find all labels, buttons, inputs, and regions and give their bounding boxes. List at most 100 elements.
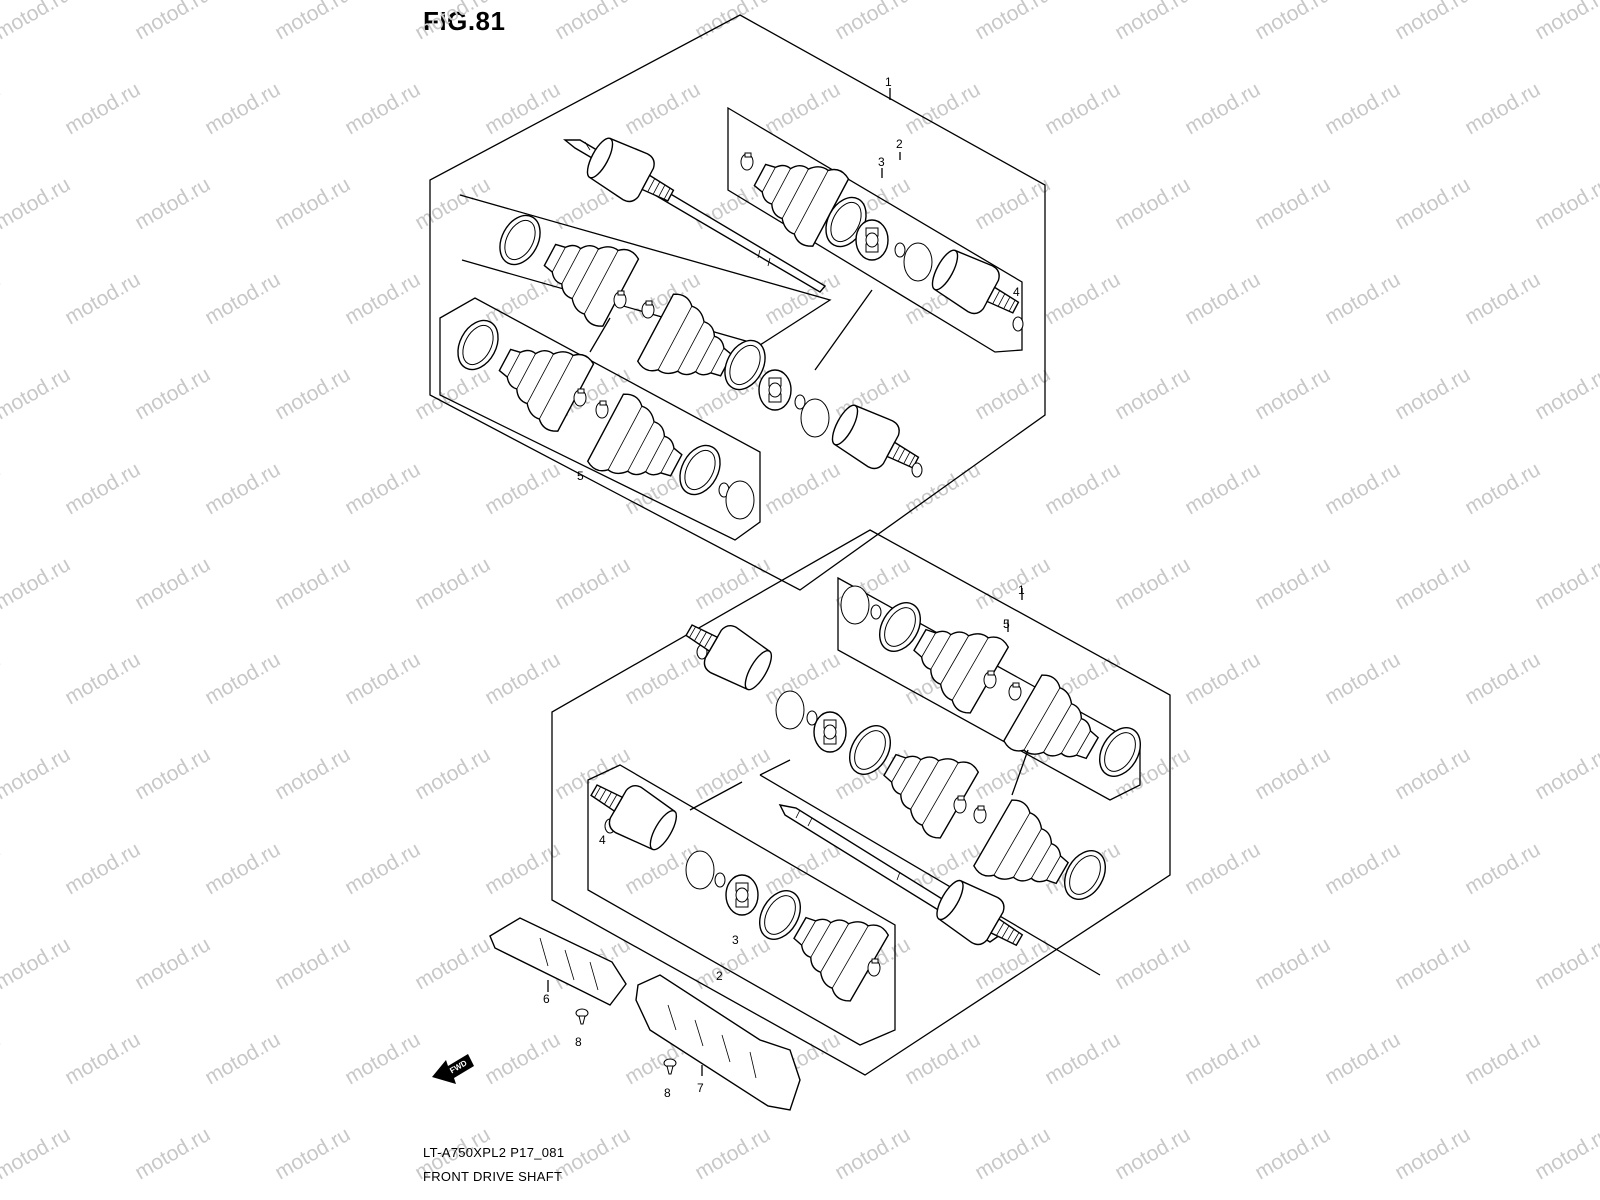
watermark-text: motod.ru xyxy=(0,268,4,329)
lower-shaft-assembly: 1 5 4 3 2 xyxy=(551,529,1171,1076)
watermark-text: motod.ru xyxy=(971,363,1054,424)
watermark-text: motod.ru xyxy=(0,648,4,709)
watermark-text: motod.ru xyxy=(1111,0,1194,44)
lower-kit-middle xyxy=(675,606,1115,910)
watermark-text: motod.ru xyxy=(1391,553,1474,614)
watermark-text: motod.ru xyxy=(1391,0,1474,44)
watermark-text: motod.ru xyxy=(0,0,74,44)
watermark-text: motod.ru xyxy=(831,0,914,44)
watermark-text: motod.ru xyxy=(1041,458,1124,519)
watermark-text: motod.ru xyxy=(61,838,144,899)
watermark-text: motod.ru xyxy=(1531,743,1600,804)
watermark-text: motod.ru xyxy=(1181,1028,1264,1089)
watermark-text: motod.ru xyxy=(1251,553,1334,614)
watermark-text: motod.ru xyxy=(761,838,844,899)
watermark-text: motod.ru xyxy=(271,933,354,994)
watermark-text: motod.ru xyxy=(1251,933,1334,994)
watermark-text: motod.ru xyxy=(341,78,424,139)
watermark-text: motod.ru xyxy=(411,173,494,234)
watermark-text: motod.ru xyxy=(1251,1123,1334,1184)
watermark-text: motod.ru xyxy=(1251,0,1334,44)
callout-5: 5 xyxy=(577,469,584,483)
watermark-text: motod.ru xyxy=(691,553,774,614)
watermark-text: motod.ru xyxy=(131,0,214,44)
callout-4: 4 xyxy=(1013,285,1020,299)
watermark-text: motod.ru xyxy=(1321,648,1404,709)
watermark-text: motod.ru xyxy=(1321,838,1404,899)
front-guard-right: 7 xyxy=(635,974,801,1111)
watermark-text: motod.ru xyxy=(1461,458,1544,519)
watermark-text: motod.ru xyxy=(551,0,634,44)
watermark-text: motod.ru xyxy=(1041,1028,1124,1089)
watermark-text: motod.ru xyxy=(1041,268,1124,329)
watermark-text: motod.ru xyxy=(0,1028,4,1089)
watermark-text: motod.ru xyxy=(61,268,144,329)
watermark-text: motod.ru xyxy=(201,648,284,709)
watermark-text: motod.ru xyxy=(1391,933,1474,994)
watermark-text: motod.ru xyxy=(1181,268,1264,329)
watermark-text: motod.ru xyxy=(0,1123,74,1184)
watermark-text: motod.ru xyxy=(971,173,1054,234)
watermark-text: motod.ru xyxy=(1391,743,1474,804)
watermark-text: motod.ru xyxy=(971,0,1054,44)
watermark-text: motod.ru xyxy=(341,648,424,709)
watermark-text: motod.ru xyxy=(481,648,564,709)
bolt-left: 8 xyxy=(575,1008,589,1049)
watermark-text: motod.ru xyxy=(201,1028,284,1089)
watermark-text: motod.ru xyxy=(1321,78,1404,139)
watermark-text: motod.ru xyxy=(131,933,214,994)
watermark-text: motod.ru xyxy=(0,78,4,139)
watermark-text: motod.ru xyxy=(0,933,74,994)
watermark-text: motod.ru xyxy=(1461,78,1544,139)
watermark-text: motod.ru xyxy=(901,1028,984,1089)
watermark-text: motod.ru xyxy=(201,78,284,139)
watermark-text: motod.ru xyxy=(621,78,704,139)
watermark-text: motod.ru xyxy=(761,458,844,519)
watermark-text: motod.ru xyxy=(761,648,844,709)
watermark-text: motod.ru xyxy=(271,173,354,234)
watermark-text: motod.ru xyxy=(1461,648,1544,709)
callout-8: 8 xyxy=(664,1086,671,1100)
watermark-text: motod.ru xyxy=(1321,458,1404,519)
watermark-text: motod.ru xyxy=(201,838,284,899)
watermark-text: motod.ru xyxy=(61,78,144,139)
watermark-text: motod.ru xyxy=(411,743,494,804)
watermark-text: motod.ru xyxy=(201,268,284,329)
watermark-text: motod.ru xyxy=(341,458,424,519)
watermark-text: motod.ru xyxy=(131,743,214,804)
watermark-text: motod.ru xyxy=(131,173,214,234)
watermark-text: motod.ru xyxy=(1461,1028,1544,1089)
callout-8: 8 xyxy=(575,1035,582,1049)
model-code: LT-A750XPL2 P17_081 xyxy=(423,1145,565,1160)
front-direction-arrow-icon: FWD xyxy=(432,1054,474,1084)
watermark-text: motod.ru xyxy=(1251,363,1334,424)
watermark-text: motod.ru xyxy=(411,933,494,994)
callout-4: 4 xyxy=(599,833,606,847)
watermark-text: motod.ru xyxy=(271,743,354,804)
watermark-text: motod.ru xyxy=(341,268,424,329)
watermark-text: motod.ru xyxy=(1111,1123,1194,1184)
callout-1: 1 xyxy=(1018,583,1025,597)
watermark-text: motod.ru xyxy=(1181,78,1264,139)
watermark-text: motod.ru xyxy=(1251,743,1334,804)
watermark-text: motod.ru xyxy=(1251,173,1334,234)
figure-title: FIG.81 xyxy=(423,6,506,36)
watermark-text: motod.ru xyxy=(971,1123,1054,1184)
watermark-text: motod.ru xyxy=(1041,78,1124,139)
watermark-text: motod.ru xyxy=(1181,648,1264,709)
watermark-text: motod.ru xyxy=(691,1123,774,1184)
lower-drive-shaft xyxy=(778,804,1033,964)
watermark-text: motod.ru xyxy=(691,0,774,44)
watermark-text: motod.ru xyxy=(1111,553,1194,614)
watermark-text: motod.ru xyxy=(1531,0,1600,44)
watermark-text: motod.ru xyxy=(901,78,984,139)
watermark-text: motod.ru xyxy=(271,363,354,424)
watermark-text: motod.ru xyxy=(1531,363,1600,424)
figure-caption: FRONT DRIVE SHAFT xyxy=(423,1169,563,1184)
front-guard-left: 6 xyxy=(489,917,627,1006)
watermark-text: motod.ru xyxy=(0,173,74,234)
watermark-text: motod.ru xyxy=(271,1123,354,1184)
watermark-text: motod.ru xyxy=(131,363,214,424)
watermark-text: motod.ru xyxy=(61,648,144,709)
watermark-text: motod.ru xyxy=(271,553,354,614)
